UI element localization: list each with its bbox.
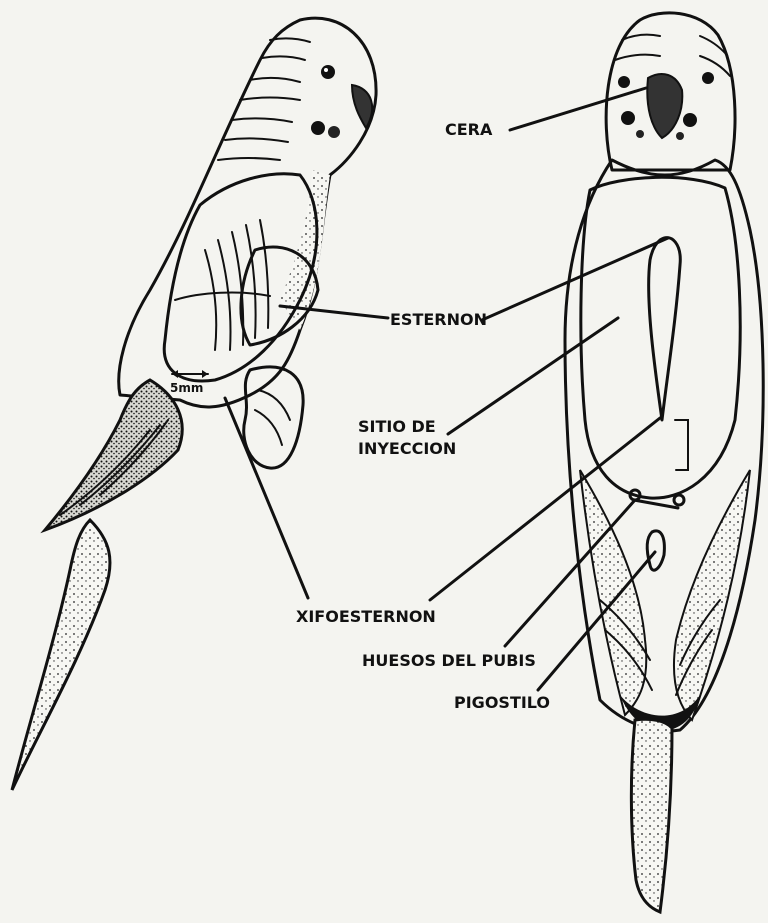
- cere-icon: [647, 74, 682, 138]
- foot: [244, 367, 303, 468]
- label-pigostilo: PIGOSTILO: [454, 693, 550, 712]
- budgie-ventral-view: [565, 13, 763, 912]
- eye-icon: [321, 65, 335, 79]
- budgie-side-view: 5mm: [12, 18, 376, 790]
- label-cera: CERA: [445, 120, 493, 139]
- label-sitio-line2: INYECCION: [358, 439, 456, 458]
- scale-bar-label: 5mm: [170, 381, 203, 395]
- label-huesos-del-pubis: HUESOS DEL PUBIS: [362, 651, 536, 670]
- beak-icon: [352, 85, 372, 128]
- head-barring: [218, 38, 310, 160]
- scale-bar: 5mm: [170, 370, 208, 395]
- tail-ventral: [631, 719, 672, 912]
- label-esternon: ESTERNON: [390, 310, 487, 329]
- ribs: [175, 220, 270, 350]
- wing: [45, 380, 182, 530]
- pubis-right: [674, 495, 684, 505]
- label-xifoesternon: XIFOESTERNON: [296, 607, 436, 626]
- label-sitio-line1: SITIO DE: [358, 417, 436, 436]
- tail: [12, 520, 110, 790]
